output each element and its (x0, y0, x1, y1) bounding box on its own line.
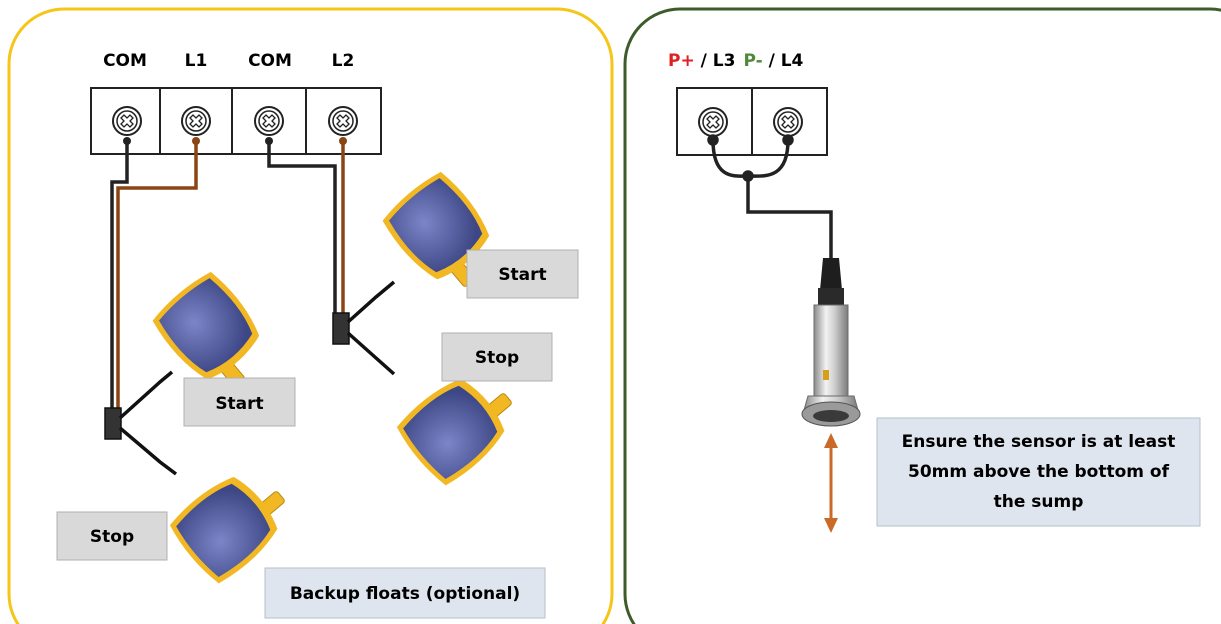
float-switch-icon (152, 271, 260, 387)
screw-terminal-icon (773, 107, 803, 137)
start-label-b: Start (498, 265, 546, 285)
left-panel-border (7, 7, 614, 624)
screw-terminal-icon (698, 107, 728, 137)
stop-label-box-a (56, 511, 168, 561)
l4-label: L4 (781, 51, 804, 71)
terminal-label-l1: L1 (185, 51, 208, 71)
stop-label-b: Stop (475, 348, 519, 368)
l3-label: L3 (713, 51, 736, 71)
screw-terminal-icon (181, 106, 211, 136)
sensor-note-line-2: 50mm above the bottom of (908, 462, 1170, 482)
backup-floats-note: Backup floats (optional) (290, 584, 520, 604)
distance-arrow-icon (824, 433, 838, 533)
float-switch-icon (396, 378, 512, 486)
separator: / (695, 51, 713, 71)
p-plus-label: P+ (668, 51, 695, 71)
stop-label-a: Stop (90, 527, 134, 547)
stop-label-box-b (441, 332, 553, 382)
start-label-box-a (183, 377, 296, 427)
screw-terminal-icon (254, 106, 284, 136)
screw-terminal-icon (112, 106, 142, 136)
wires-group-b (265, 137, 347, 316)
right-panel-border (623, 7, 1221, 624)
pressure-sensor-icon (801, 258, 861, 427)
terminal-block-right (676, 87, 828, 156)
backup-floats-note-box (264, 567, 546, 619)
sensor-note-line-3: the sump (994, 492, 1084, 512)
sensor-note-box (876, 417, 1201, 527)
p-minus-label: P- (743, 51, 762, 71)
terminal-label-com-1: COM (103, 51, 147, 71)
screw-terminal-icon (328, 106, 358, 136)
cable-junction-a (104, 370, 178, 476)
terminal-header-right: P+ / L3 P- / L4 (668, 51, 804, 71)
start-label-a: Start (215, 394, 263, 414)
float-switch-icon (382, 171, 490, 287)
sensor-note-line-1: Ensure the sensor is at least (902, 432, 1176, 452)
cable-junction-b (332, 280, 396, 376)
terminal-label-l2: L2 (332, 51, 355, 71)
sensor-cable (707, 134, 833, 262)
start-label-box-b (466, 249, 579, 299)
terminal-block-left (90, 87, 382, 155)
separator: / (763, 51, 781, 71)
wires-group-a (110, 137, 200, 414)
terminal-label-com-2: COM (248, 51, 292, 71)
float-switch-icon (169, 476, 285, 584)
